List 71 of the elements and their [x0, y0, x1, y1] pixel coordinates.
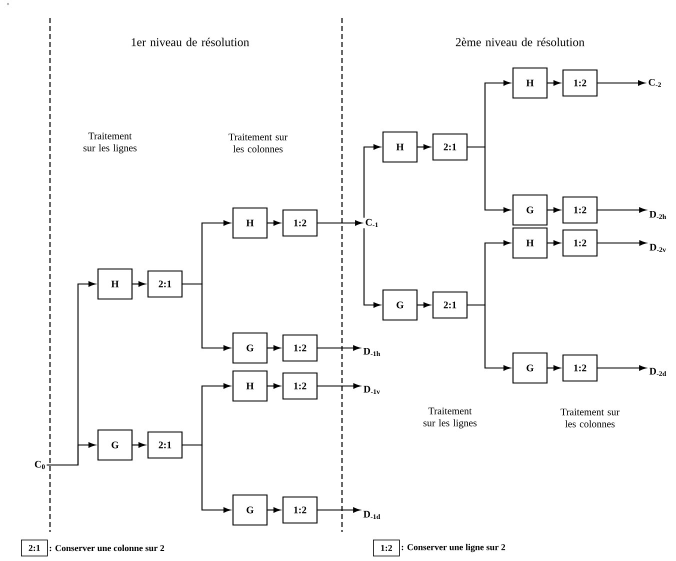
- sampling-box: 2:1: [432, 133, 468, 161]
- stage-label: Traitement sur les colonnes: [228, 134, 288, 152]
- arrow: [468, 304, 510, 371]
- arrow: [268, 507, 280, 513]
- dot: .: [7, 3, 9, 5]
- arrow: [318, 220, 362, 226]
- sampling-box: 2:1: [432, 291, 468, 319]
- arrow: [418, 302, 430, 308]
- arrow: [548, 207, 560, 213]
- arrow: [548, 365, 560, 371]
- output-label: D$_{-1h}$: [363, 348, 380, 356]
- output-label: C$_{-1}$: [366, 218, 378, 228]
- sampling-box: 1:2: [562, 229, 598, 257]
- arrow: [468, 146, 510, 213]
- sampling-box: 1:2: [282, 334, 318, 362]
- key-text: : Conserver une ligne sur 2: [402, 544, 506, 552]
- sampling-box: 1:2: [562, 354, 598, 382]
- sampling-box: 1:2: [282, 209, 318, 237]
- sampling-box: 2:1: [147, 270, 183, 298]
- output-label: D$_{-2h}$: [649, 210, 666, 220]
- arrow: [46, 442, 96, 466]
- arrow: [548, 80, 560, 86]
- filter-box: G: [97, 429, 133, 461]
- arrow: [598, 80, 646, 86]
- filter-box: H: [512, 227, 548, 259]
- arrow: [548, 240, 560, 246]
- sampling-box: 1:2: [282, 496, 318, 524]
- filter-box: H: [97, 268, 133, 300]
- arrow: [598, 240, 646, 246]
- arrow: [132, 442, 146, 448]
- key-text: : Conserver une colonne sur 2: [50, 544, 164, 552]
- output-label: C$_{0}$: [34, 460, 45, 470]
- filter-box: G: [512, 352, 548, 384]
- filter-box: G: [232, 494, 268, 526]
- filter-box: G: [512, 194, 548, 226]
- output-label: C$_{-2}$: [648, 78, 661, 88]
- arrow: [598, 207, 646, 213]
- arrow: [182, 444, 230, 513]
- arrow: [132, 281, 146, 287]
- key-box: 1:2: [373, 540, 400, 556]
- arrow: [268, 220, 280, 226]
- sampling-box: 2:1: [147, 431, 183, 459]
- arrow: [363, 228, 380, 308]
- filter-box: H: [232, 370, 268, 402]
- arrow: [268, 383, 280, 389]
- output-label: D$_{-2v}$: [650, 244, 666, 252]
- filter-box: G: [382, 289, 418, 321]
- arrow: [268, 345, 280, 351]
- arrow: [418, 144, 430, 150]
- filter-box: G: [232, 332, 268, 364]
- heading: 1er niveau de résolution: [132, 38, 250, 46]
- output-label: D$_{-2d}$: [649, 368, 666, 376]
- stage-label: Traitement sur les lignes: [423, 408, 477, 428]
- sampling-box: 1:2: [562, 69, 598, 97]
- filter-box: H: [382, 131, 418, 163]
- stage-label: Traitement sur les lignes: [83, 132, 137, 154]
- arrow: [598, 365, 646, 371]
- output-label: D$_{-1d}$: [363, 510, 380, 520]
- filter-box: H: [512, 67, 548, 99]
- heading: 2ème niveau de résolution: [456, 38, 584, 46]
- arrow: [182, 283, 230, 351]
- sampling-box: 1:2: [562, 196, 598, 224]
- key-box: 2:1: [21, 540, 48, 556]
- sampling-box: 1:2: [282, 372, 318, 400]
- output-label: D$_{-1v}$: [364, 386, 380, 394]
- stage-label: Traitement sur les colonnes: [560, 408, 620, 428]
- arrow: [318, 507, 360, 513]
- filter-box: H: [232, 207, 268, 239]
- arrow: [363, 144, 380, 218]
- arrow: [318, 345, 360, 351]
- arrow: [318, 383, 360, 389]
